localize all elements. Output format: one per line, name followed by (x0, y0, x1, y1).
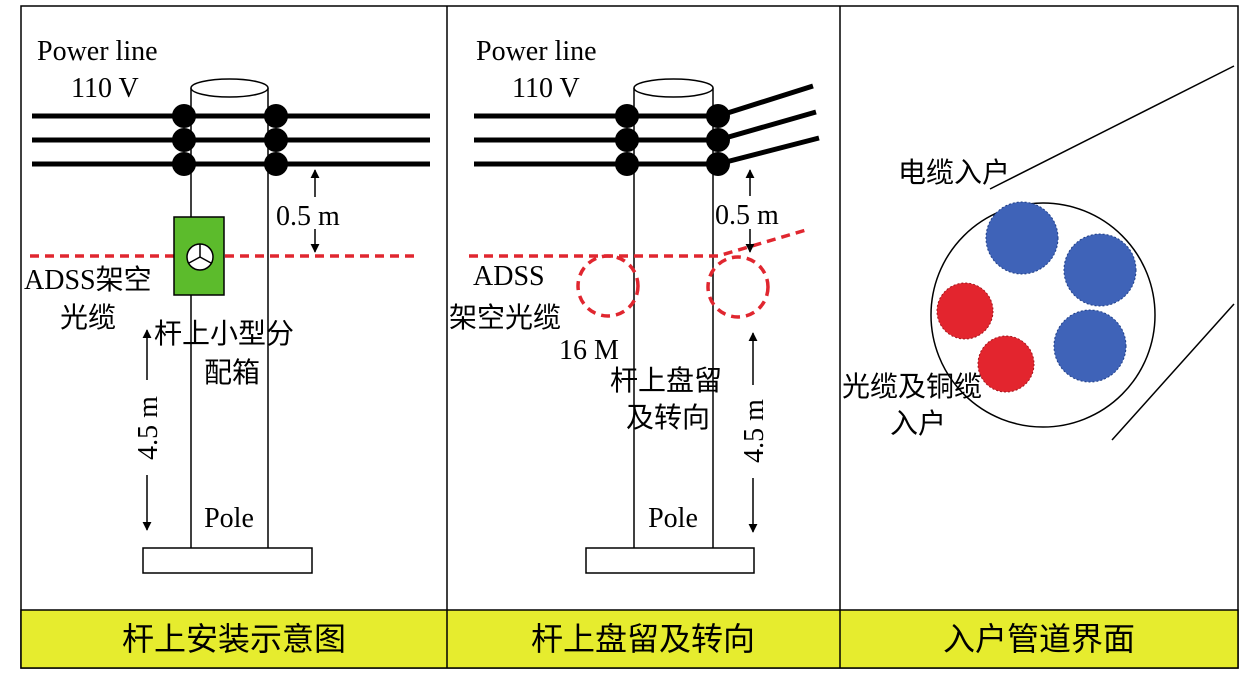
box-label-line1: 杆上小型分 (154, 318, 294, 350)
caption-bar (20, 609, 1239, 669)
power-line-label: Power line (476, 36, 597, 67)
box-label-line2: 配箱 (204, 357, 260, 389)
pole-label: Pole (648, 503, 698, 534)
cable-entry-label: 电缆入户 (898, 157, 1010, 189)
panel-3-conduit-interface: 电缆入户 光缆及铜缆 入户 (842, 65, 1235, 441)
fiber-label-line2: 入户 (890, 408, 946, 440)
adss-cable (469, 228, 807, 258)
clearance-label: 0.5 m (715, 200, 779, 231)
pole-label: Pole (204, 503, 254, 534)
conduit-edge-top (989, 65, 1235, 190)
adss-label-line2: 光缆 (60, 302, 116, 334)
height-label: 4.5 m (133, 396, 164, 460)
panel-1-pole-installation: Power line 110 V 0.5 m ADSS架空 光缆 杆上小型分 配… (24, 36, 430, 574)
voltage-label: 110 V (71, 73, 139, 104)
pole-top (633, 78, 714, 98)
adss-label-line1: ADSS (473, 261, 545, 292)
caption-panel-3: 入户管道界面 (943, 621, 1135, 657)
panel-2-coil-and-turn: Power line 110 V 0.5 m ADSS 架空光缆 16 M 杆上… (449, 36, 820, 574)
slack-length-label: 16 M (559, 335, 619, 366)
caption-panel-1: 杆上安装示意图 (122, 621, 346, 657)
fiber-duct-2 (977, 335, 1035, 393)
meter-icon (186, 243, 214, 271)
adss-label-line2: 架空光缆 (449, 302, 561, 334)
pole-top (190, 78, 269, 98)
caption-panel-2: 杆上盘留及转向 (531, 621, 755, 657)
coil-label-line1: 杆上盘留 (610, 365, 722, 397)
slack-coil-right (706, 255, 770, 319)
cable-duct-3 (1053, 309, 1127, 383)
fiber-duct-1 (936, 282, 994, 340)
pole-base (585, 547, 755, 574)
adss-label-line1: ADSS架空 (24, 264, 152, 296)
cable-duct-2 (1063, 233, 1137, 307)
conduit-edge-bottom (1111, 303, 1235, 441)
slack-coil-left (576, 254, 640, 318)
pole-base (142, 547, 313, 574)
height-label: 4.5 m (739, 399, 770, 463)
voltage-label: 110 V (512, 73, 580, 104)
insulators (172, 104, 288, 176)
insulators (615, 104, 730, 176)
power-line-label: Power line (37, 36, 158, 67)
fiber-label-line1: 光缆及铜缆 (842, 371, 982, 403)
cable-duct-1 (985, 201, 1059, 275)
clearance-label: 0.5 m (276, 201, 340, 232)
coil-label-line2: 及转向 (626, 402, 710, 434)
